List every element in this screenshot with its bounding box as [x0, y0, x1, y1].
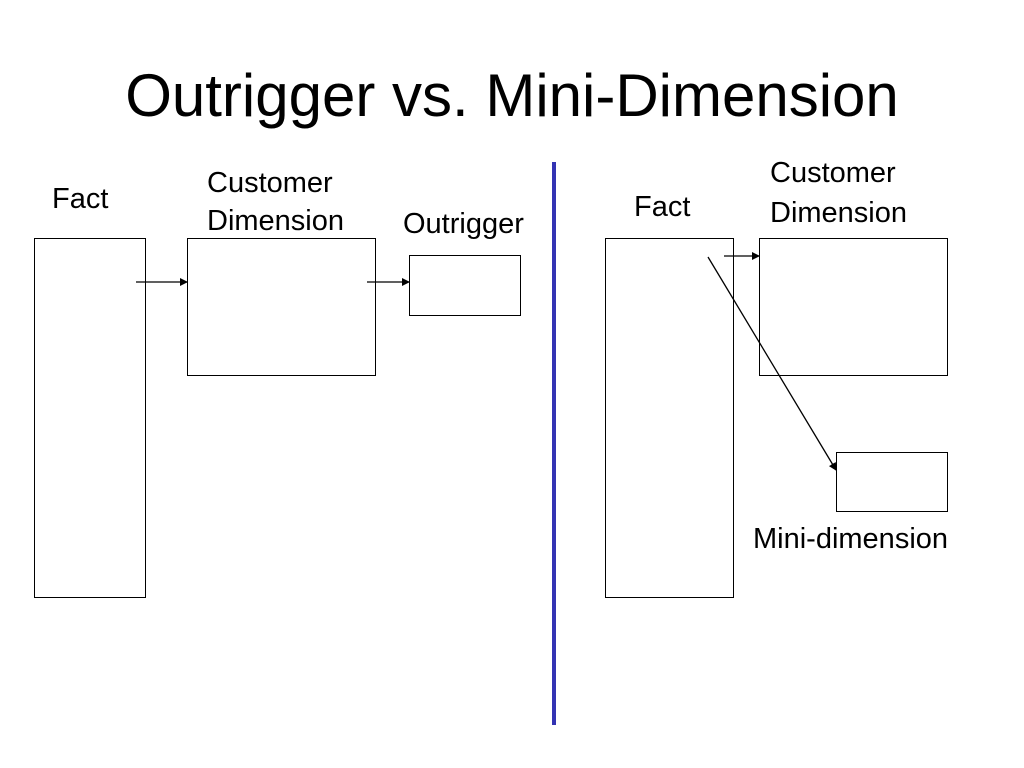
- right-fact-box: [605, 238, 734, 598]
- left-customer-label-line2: Dimension: [207, 205, 344, 237]
- outrigger-box: [409, 255, 521, 316]
- left-customer-label-line1: Customer: [207, 167, 333, 199]
- right-fact-label: Fact: [634, 191, 691, 223]
- mini-dimension-box: [836, 452, 948, 512]
- left-customer-dimension-box: [187, 238, 376, 376]
- outrigger-label: Outrigger: [403, 208, 524, 240]
- mini-dimension-label: Mini-dimension: [753, 523, 949, 555]
- right-customer-label-line2: Dimension: [770, 197, 907, 229]
- slide-title: Outrigger vs. Mini-Dimension: [125, 62, 899, 129]
- right-customer-dimension-box: [759, 238, 948, 376]
- left-fact-label: Fact: [52, 183, 109, 215]
- right-customer-label-line1: Customer: [770, 157, 896, 189]
- section-divider: [552, 162, 556, 725]
- left-fact-box: [34, 238, 146, 598]
